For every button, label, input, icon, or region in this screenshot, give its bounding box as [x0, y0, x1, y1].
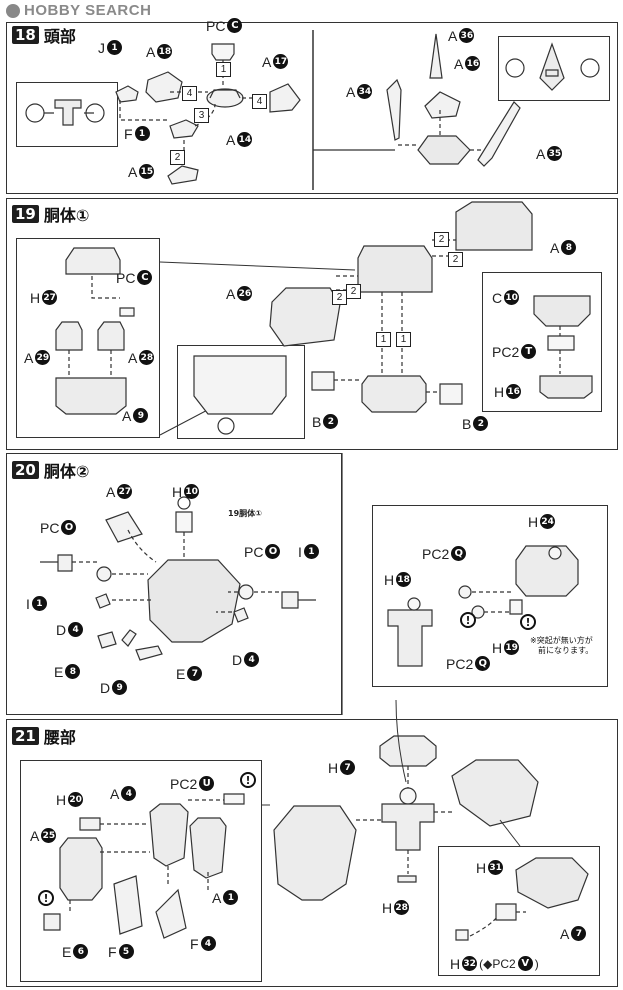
step-number: 4	[252, 94, 267, 109]
page-header: HOBBY SEARCH	[0, 0, 623, 22]
step-number: 4	[182, 86, 197, 101]
s18-detail-box	[16, 82, 118, 147]
logo-icon	[6, 3, 20, 18]
section-19-title: 19 胴体①	[12, 202, 89, 226]
caution-icon: !	[460, 612, 476, 628]
step-number: 1	[216, 62, 231, 77]
assembly-note: ※突起が無い方が 前になります。	[530, 636, 594, 655]
section-20-title: 20 胴体②	[12, 458, 89, 482]
watermark-logo: HOBBY SEARCH	[6, 2, 151, 19]
step-number: 2	[170, 150, 185, 165]
step-number: 1	[396, 332, 411, 347]
section-21-title: 21 腰部	[12, 724, 76, 748]
caution-icon: !	[38, 890, 54, 906]
step-number: 2	[448, 252, 463, 267]
step-number: 2	[434, 232, 449, 247]
step-number: 3	[194, 108, 209, 123]
caution-icon: !	[520, 614, 536, 630]
section-18-title: 18 頭部	[12, 23, 76, 47]
step-number: 1	[376, 332, 391, 347]
step-number: 2	[332, 290, 347, 305]
step-number: 2	[346, 284, 361, 299]
caution-icon: !	[240, 772, 256, 788]
section-reference: 19胴体①	[228, 509, 262, 518]
